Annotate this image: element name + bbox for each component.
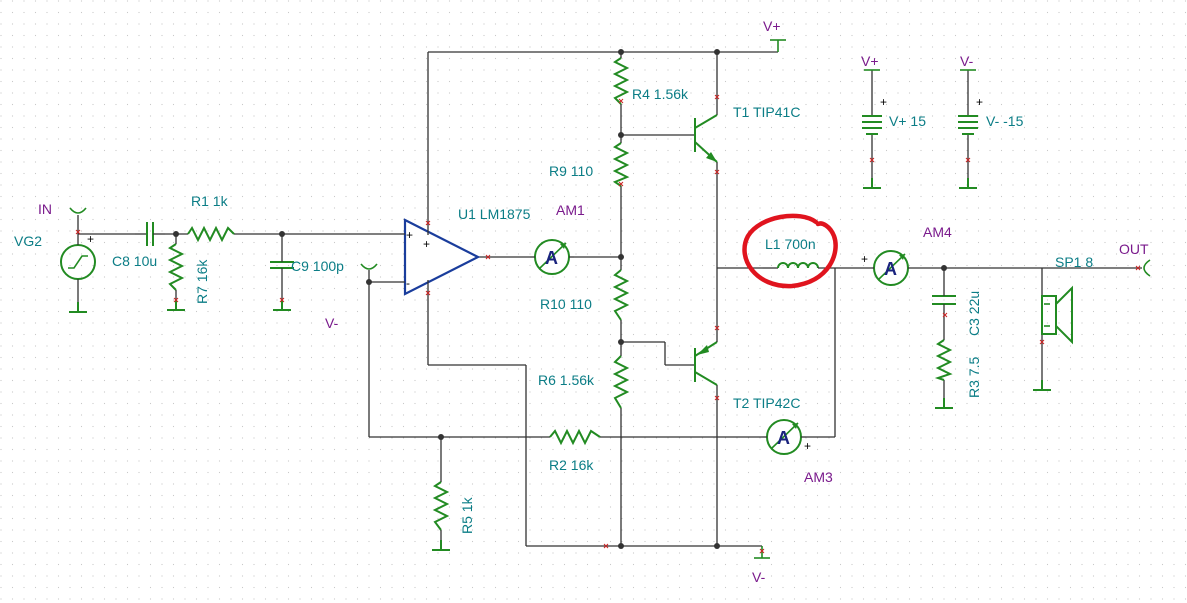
label-r3: R3 7.5	[966, 357, 982, 398]
input-port[interactable]	[69, 207, 87, 214]
label-am1: AM1	[556, 202, 585, 218]
opamp-u1[interactable]: + - +	[400, 218, 481, 296]
label-in: IN	[38, 201, 52, 217]
resistor-r9[interactable]	[612, 142, 630, 187]
svg-text:+: +	[880, 95, 887, 109]
svg-text:A: A	[884, 259, 897, 279]
vplus-port-top[interactable]	[770, 39, 786, 52]
label-c9: C9 100p	[291, 258, 344, 274]
ammeter-am1[interactable]: A	[530, 239, 574, 275]
label-vplus-top: V+	[763, 18, 781, 34]
transistor-t2[interactable]	[690, 330, 718, 386]
inductor-l1[interactable]	[762, 262, 820, 269]
label-r1: R1 1k	[191, 193, 229, 209]
svg-text:+: +	[804, 439, 811, 453]
label-battery-vplus-node: V+	[861, 53, 879, 69]
label-battery-vminus-node: V-	[960, 53, 974, 69]
resistor-r1[interactable]	[187, 225, 235, 243]
label-r2: R2 16k	[549, 457, 594, 473]
label-c8: C8 10u	[112, 253, 157, 269]
resistor-r5[interactable]	[431, 481, 451, 551]
label-t2: T2 TIP42C	[733, 395, 800, 411]
label-vg2: VG2	[14, 233, 42, 249]
resistor-r2[interactable]	[549, 428, 601, 446]
junction-dots	[173, 49, 947, 549]
ammeter-am3[interactable]: A +	[762, 419, 811, 455]
output-port[interactable]	[1143, 259, 1151, 277]
ammeter-am4[interactable]: A +	[861, 250, 910, 286]
pin-markers	[75, 94, 1141, 554]
resistor-r4[interactable]	[612, 57, 630, 105]
label-sp1: SP1 8	[1055, 254, 1093, 270]
capacitor-c8[interactable]	[135, 222, 165, 246]
label-r7: R7 16k	[194, 259, 210, 304]
resistor-r3[interactable]	[934, 339, 954, 409]
capacitor-c9[interactable]	[270, 256, 294, 311]
label-battery-vminus-value: V- -15	[986, 113, 1024, 129]
svg-text:A: A	[777, 428, 790, 448]
resistor-r7[interactable]	[166, 243, 186, 311]
resistor-r10[interactable]	[612, 269, 630, 321]
svg-text:+: +	[87, 232, 94, 246]
capacitor-c3[interactable]	[932, 292, 956, 308]
resistor-r6[interactable]	[612, 355, 630, 409]
wires	[77, 51, 1142, 547]
battery-vplus[interactable]: +	[862, 69, 887, 189]
svg-text:+: +	[976, 95, 983, 109]
battery-vminus[interactable]: +	[958, 69, 983, 189]
speaker-sp1[interactable]	[1032, 285, 1073, 391]
label-out: OUT	[1119, 241, 1149, 257]
svg-text:-: -	[406, 276, 410, 290]
vminus-port-left[interactable]	[360, 263, 378, 270]
highlight-annotation	[742, 213, 838, 289]
svg-text:A: A	[545, 248, 558, 268]
label-u1: U1 LM1875	[458, 206, 531, 222]
label-r6: R6 1.56k	[538, 372, 595, 388]
label-r10: R10 110	[540, 296, 592, 312]
label-am3: AM3	[804, 469, 833, 485]
label-c3: C3 22u	[966, 291, 982, 336]
svg-text:+: +	[406, 228, 413, 242]
label-battery-vplus-value: V+ 15	[889, 113, 926, 129]
vminus-port-bottom[interactable]	[754, 546, 770, 559]
svg-text:+: +	[423, 237, 430, 251]
label-am4: AM4	[923, 224, 952, 240]
label-l1: L1 700n	[765, 236, 816, 252]
svg-text:+: +	[861, 252, 868, 266]
label-r9: R9 110	[549, 163, 593, 179]
label-vminus-left: V-	[325, 315, 339, 331]
label-r5: R5 1k	[459, 496, 475, 534]
label-t1: T1 TIP41C	[733, 104, 800, 120]
signal-generator-vg2[interactable]: +	[60, 232, 96, 313]
transistor-t1[interactable]	[690, 114, 718, 163]
label-vminus-bottom: V-	[752, 569, 766, 585]
label-r4: R4 1.56k	[632, 86, 689, 102]
